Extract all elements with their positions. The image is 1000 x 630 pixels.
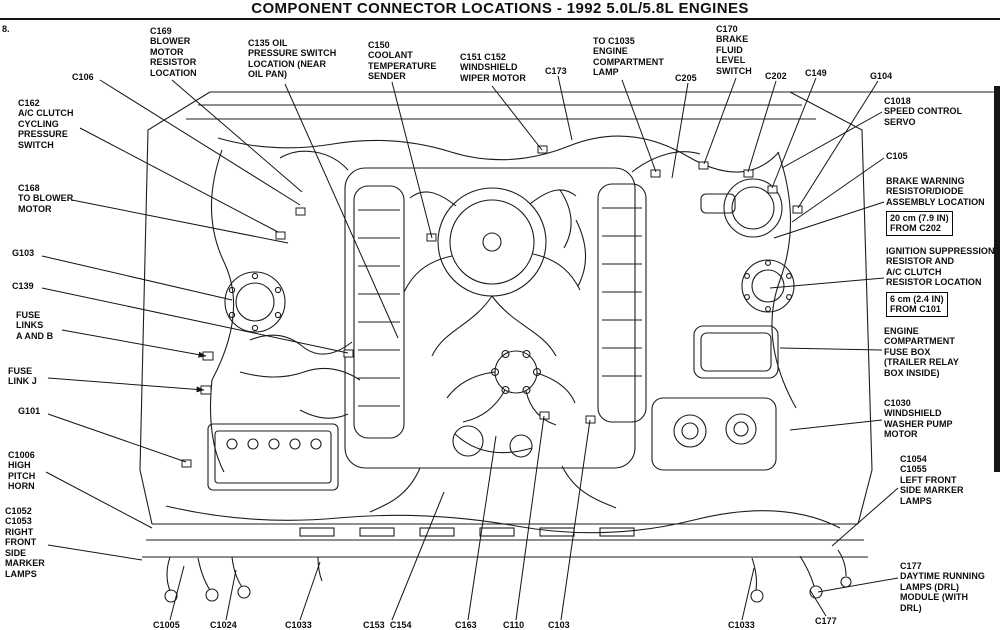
leader-line-c106 — [99, 79, 301, 206]
leader-line-to-c1035 — [621, 79, 657, 173]
leader-line-ignition-note — [769, 277, 885, 289]
leader-line-c153-c154-bottom — [391, 491, 445, 621]
leader-line-c149 — [771, 77, 817, 189]
leader-line-c110-bottom — [515, 415, 545, 621]
title-rule — [0, 18, 1000, 20]
leader-line-c202 — [747, 80, 777, 173]
leader-line-c1005-bottom — [169, 565, 185, 621]
leader-line-c1018 — [781, 111, 883, 169]
leader-line-c139 — [41, 287, 349, 354]
leader-line-c1033-bottom-right — [741, 567, 755, 621]
leader-line-c1030 — [789, 419, 883, 431]
engine-line-art — [139, 86, 1000, 603]
leader-line-c105 — [791, 157, 885, 223]
leader-line-fuse-box-note — [779, 347, 883, 351]
leader-line-c135 — [284, 83, 399, 339]
leader-line-g101 — [47, 413, 187, 463]
leader-line-brake-warning-note — [773, 201, 885, 239]
leader-line-c162 — [79, 127, 279, 233]
leader-line-c177-bottom — [809, 589, 827, 617]
leader-line-c1024-bottom — [225, 569, 237, 621]
leader-line-c1054-c1055 — [831, 487, 899, 547]
leader-line-c170 — [703, 77, 737, 165]
leader-line-fuse-link-j — [47, 377, 205, 393]
leader-lines — [41, 75, 899, 621]
leader-line-g104 — [797, 80, 879, 209]
leader-line-c1006 — [45, 471, 153, 529]
leader-line-c163-bottom — [467, 435, 497, 621]
leader-line-fuse-links-ab — [61, 329, 207, 358]
page-title: COMPONENT CONNECTOR LOCATIONS - 1992 5.0… — [251, 0, 749, 17]
leader-line-c205 — [671, 82, 689, 179]
leader-line-c1052-c1053 — [47, 544, 143, 561]
leader-line-c150 — [391, 81, 433, 239]
leader-line-c1033-bottom-left — [299, 561, 321, 621]
leader-line-c173 — [557, 75, 573, 141]
leader-line-c151-c152 — [491, 85, 543, 151]
leader-line-c103-bottom — [560, 419, 591, 621]
leader-line-c169 — [171, 79, 303, 193]
leader-line-c168 — [71, 199, 289, 244]
leader-line-g103 — [41, 255, 233, 301]
leader-line-c177 — [817, 577, 899, 593]
